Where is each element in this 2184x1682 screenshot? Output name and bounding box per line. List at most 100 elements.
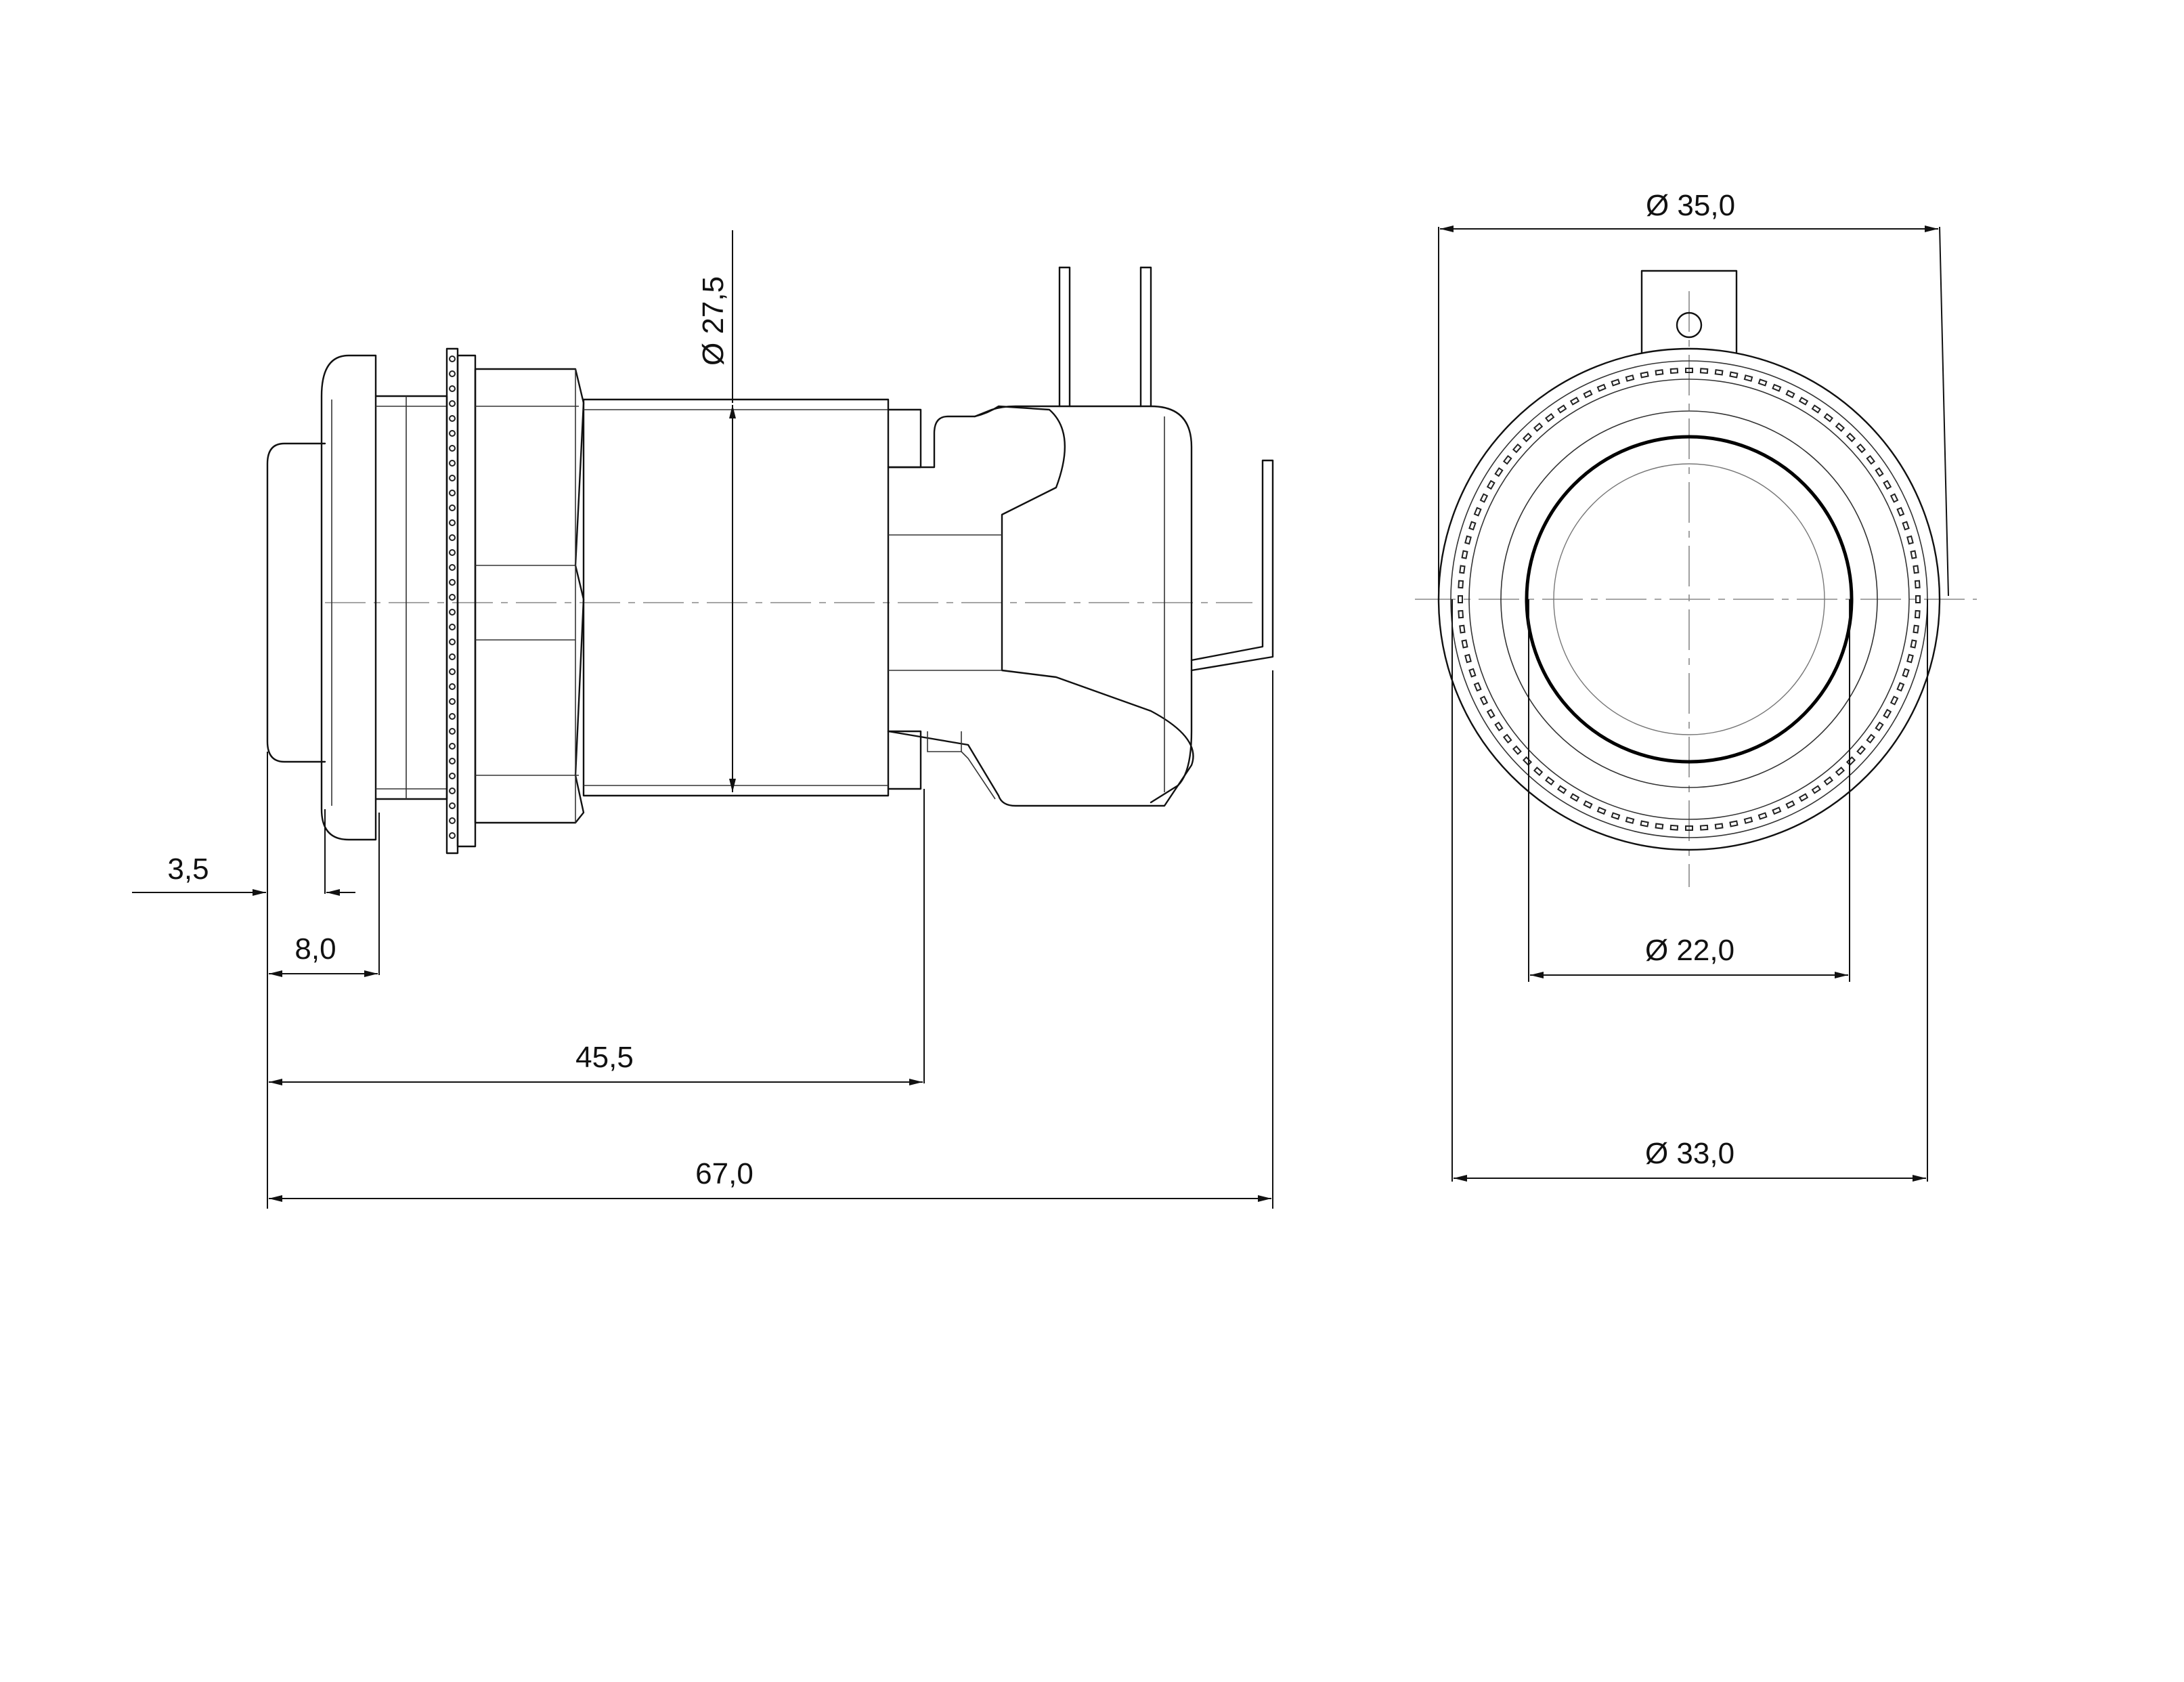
knurl-tooth (1835, 767, 1846, 777)
knurl-tooth (1545, 776, 1555, 786)
knurl-tooth (1669, 368, 1679, 374)
knurl-tooth (1811, 404, 1822, 414)
knurl-tooth (1902, 521, 1910, 531)
terminal-3 (1190, 459, 1274, 672)
washer-knurl-dot (449, 683, 456, 690)
washer-knurl-dot (449, 400, 456, 407)
knurl-tooth (1596, 806, 1607, 815)
knurl-tooth (1640, 371, 1649, 379)
washer-knurl-dot (449, 758, 456, 764)
knurl-tooth (1479, 493, 1489, 503)
knurl-tooth (1699, 368, 1709, 374)
knurl-tooth (1461, 550, 1468, 559)
knurl-tooth (1743, 374, 1753, 382)
front-terminal-tab (1640, 269, 1738, 353)
knurl-tooth (1890, 493, 1899, 503)
knurl-tooth (1502, 733, 1512, 743)
knurl-tooth (1729, 820, 1739, 827)
washer-knurl-dot (449, 430, 456, 437)
knurl-tooth (1458, 609, 1464, 619)
bezel-ring (320, 354, 377, 841)
knurl-tooth (1473, 506, 1482, 517)
knurl-tooth (1785, 389, 1795, 399)
washer-knurl-dot (449, 355, 456, 362)
rear-stub-lower (887, 730, 922, 790)
knurl-tooth (1846, 432, 1856, 443)
washer-knurl-dot (449, 475, 456, 481)
dim-27-5-label: Ø 27,5 (697, 276, 730, 366)
washer-knurl-dot (449, 594, 456, 601)
button-cap (266, 442, 326, 763)
washer-knurl-dot (449, 504, 456, 511)
switch-clip (927, 731, 962, 752)
washer-knurl-dot (449, 832, 456, 839)
front-terminal-hole (1676, 311, 1703, 339)
knurl-tooth (1913, 565, 1919, 574)
dim-45-5-label: 45,5 (575, 1041, 634, 1074)
washer-knurl-dot (449, 802, 456, 809)
knurl-tooth (1875, 467, 1884, 477)
dim-35-0-ext-right (1939, 226, 1949, 597)
knurl-tooth (1583, 389, 1593, 399)
terminal-1 (1058, 266, 1071, 408)
dim-3-5-label: 3,5 (167, 853, 209, 886)
knurl-tooth (1699, 824, 1709, 831)
front-knurl (1458, 368, 1921, 831)
knurl-tooth (1512, 443, 1522, 454)
washer-knurl-dot (449, 713, 456, 720)
front-view: Ø 35,0 Ø 22,0 Ø 33,0 (1415, 189, 1977, 1182)
knurl-tooth (1625, 817, 1635, 824)
washer-flange (456, 354, 477, 848)
housing-body (582, 398, 890, 797)
washer-knurl-dot (449, 385, 456, 392)
knurl-tooth (1883, 479, 1892, 490)
knurl-tooth (1458, 580, 1464, 589)
knurl-tooth (1866, 455, 1876, 465)
washer-knurl-dot (449, 609, 456, 616)
knurl-tooth (1772, 383, 1782, 392)
knurl-tooth (1883, 708, 1892, 719)
knurl-tooth (1913, 624, 1919, 634)
knurl-tooth (1640, 820, 1649, 827)
knurl-tooth (1910, 639, 1917, 649)
knurl-tooth (1522, 432, 1533, 443)
knurl-tooth (1866, 733, 1876, 743)
washer-knurl-dot (449, 534, 456, 541)
outer-rim (1437, 347, 1941, 851)
washer-knurl-dot (449, 817, 456, 824)
knurl-tooth (1915, 595, 1921, 603)
washer-knurl-dot (449, 519, 456, 526)
dim-33-0-label: Ø 33,0 (1645, 1137, 1734, 1170)
knurl-tooth (1685, 825, 1693, 831)
washer-knurl-dot (449, 639, 456, 645)
washer-knurl-dot (449, 415, 456, 422)
washer-knurl (449, 355, 456, 839)
knurl-tooth (1743, 817, 1753, 824)
knurl-tooth (1556, 785, 1567, 794)
knurl-tooth (1494, 467, 1504, 477)
knurl-tooth (1910, 550, 1917, 559)
knurl-tooth (1669, 824, 1679, 831)
knurl-tooth (1772, 806, 1782, 815)
knurl-tooth (1896, 506, 1905, 517)
knurl-tooth (1625, 374, 1635, 382)
knurl-tooth (1464, 535, 1472, 545)
knurl-tooth (1533, 767, 1544, 777)
knurl-tooth (1556, 404, 1567, 414)
washer-knurl-dot (449, 743, 456, 750)
button-inner-ring (1553, 463, 1825, 735)
knurl-tooth (1757, 379, 1768, 387)
dim-8-0-label: 8,0 (294, 932, 336, 966)
knurl-tooth (1468, 521, 1477, 531)
washer-knurl-dot (449, 445, 456, 452)
knurl-tooth (1875, 721, 1884, 732)
knurl-tooth (1823, 412, 1833, 423)
terminal-2 (1139, 266, 1152, 408)
washer-knurl-dot (449, 624, 456, 630)
knurl-tooth (1459, 624, 1466, 634)
knurl-tooth (1473, 682, 1482, 692)
switch-neck (887, 405, 1194, 807)
rear-stub (887, 408, 922, 469)
switch-body (974, 405, 1193, 804)
